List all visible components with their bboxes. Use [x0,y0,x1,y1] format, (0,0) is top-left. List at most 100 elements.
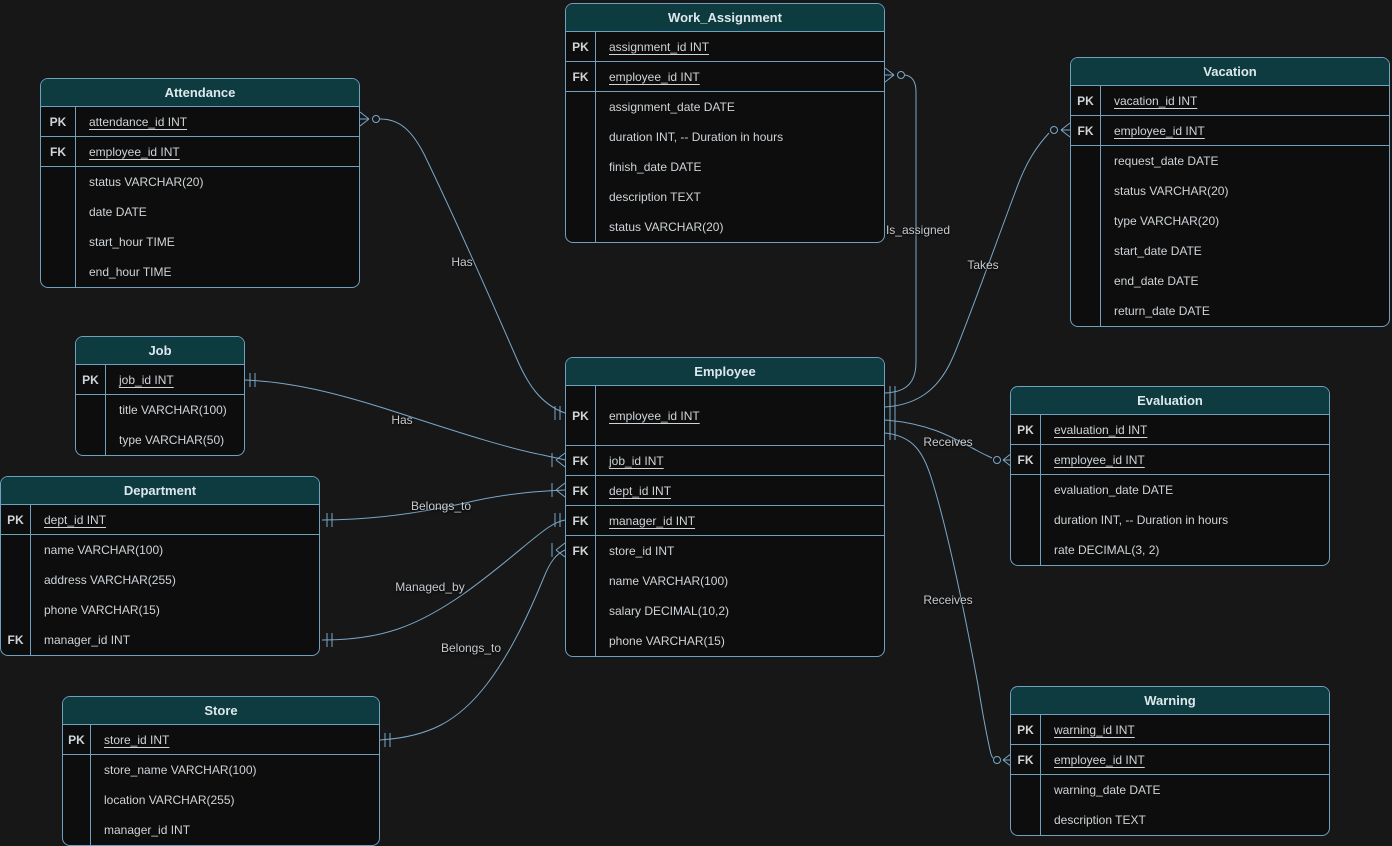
attribute-text: title VARCHAR(100) [119,403,227,417]
attribute-row: PK vacation_id INT [1071,86,1389,116]
attribute-row: PK evaluation_id INT [1011,415,1329,445]
key-badge: FK [1071,116,1101,145]
key-column: FK [1,535,31,655]
entity-title: Warning [1011,687,1329,715]
attribute-text: manager_id INT [104,823,191,837]
key-badge: FK [566,62,596,91]
relationship-label-is_assigned-1: Is_assigned [885,223,951,237]
key-column [41,167,76,287]
entity-title: Evaluation [1011,387,1329,415]
entity-title: Store [63,697,379,725]
relationship-label-belongs_to-6: Belongs_to [440,641,502,655]
relationship-label-receives-8: Receives [923,593,973,607]
attribute-text: end_hour TIME [89,265,172,279]
attribute-text: return_date DATE [1114,304,1210,318]
attribute-text: employee_id INT [89,144,180,159]
attribute-text: status VARCHAR(20) [609,220,724,234]
attribute-text: phone VARCHAR(15) [44,603,160,617]
attribute-text: dept_id INT [44,512,107,527]
relationship-label-managed_by-5: Managed_by [395,580,465,594]
attribute-text: type VARCHAR(50) [119,433,225,447]
attribute-text: description TEXT [1054,813,1146,827]
attribute-text: job_id INT [609,453,664,468]
attribute-text: store_name VARCHAR(100) [104,763,257,777]
attribute-text: duration INT, -- Duration in hours [609,130,784,144]
attribute-row: FK employee_id INT [1071,116,1389,146]
attribute-text: location VARCHAR(255) [104,793,235,807]
relationship-label-takes-2: Takes [967,258,999,272]
entity-title: Attendance [41,79,359,107]
relationship-label-receives-7: Receives [923,435,973,449]
attribute-row: FK job_id INT [566,446,884,476]
attribute-text: employee_id INT [1054,752,1145,767]
attribute-text: type VARCHAR(20) [1114,214,1220,228]
attribute-text: status VARCHAR(20) [89,175,204,189]
entity-title: Work_Assignment [566,4,884,32]
attribute-text: finish_date DATE [609,160,702,174]
relationship-label-belongs_to-4: Belongs_to [410,499,472,513]
attribute-text: warning_date DATE [1054,783,1161,797]
key-column [1011,775,1041,835]
key-column [63,755,91,845]
key-badge: PK [566,32,596,61]
attribute-text: job_id INT [119,372,174,387]
key-badge: FK [7,633,24,647]
attribute-text: store_id INT [609,544,675,558]
attribute-text: start_date DATE [1114,244,1202,258]
attribute-text: manager_id INT [44,633,131,647]
relationship-label-has-0: Has [451,255,473,269]
attribute-text: dept_id INT [609,483,672,498]
attribute-text: warning_id INT [1054,722,1135,737]
entity-title: Department [1,477,319,505]
attribute-text: employee_id INT [609,408,700,423]
entity-title: Employee [566,358,884,386]
key-column [76,395,106,455]
attribute-text: evaluation_id INT [1054,422,1148,437]
key-badge: FK [1011,445,1041,474]
attribute-text: name VARCHAR(100) [609,574,729,588]
attribute-text: store_id INT [104,732,170,747]
attribute-row: PK employee_id INT [566,386,884,446]
attribute-text: date DATE [89,205,147,219]
key-badge: PK [1071,86,1101,115]
attribute-text: attendance_id INT [89,114,188,129]
attribute-text: phone VARCHAR(15) [609,634,725,648]
key-column [1011,475,1041,565]
key-badge: PK [41,107,76,136]
attribute-text: employee_id INT [1114,123,1205,138]
attribute-text: start_hour TIME [89,235,175,249]
entity-title: Job [76,337,244,365]
key-badge: PK [1011,415,1041,444]
key-badge: FK [566,446,596,475]
key-badge: PK [76,365,106,394]
attribute-text: request_date DATE [1114,154,1219,168]
key-badge: FK [572,544,589,558]
key-column [566,92,596,242]
attribute-text: evaluation_date DATE [1054,483,1174,497]
attribute-text: employee_id INT [609,69,700,84]
key-column: FK [566,536,596,656]
attribute-text: salary DECIMAL(10,2) [609,604,730,618]
attribute-text: duration INT, -- Duration in hours [1054,513,1229,527]
attribute-text: vacation_id INT [1114,93,1198,108]
key-badge: PK [1011,715,1041,744]
key-badge: PK [566,386,596,445]
relationship-label-has-3: Has [391,413,413,427]
attribute-row: PK job_id INT [76,365,244,395]
attribute-text: name VARCHAR(100) [44,543,164,557]
